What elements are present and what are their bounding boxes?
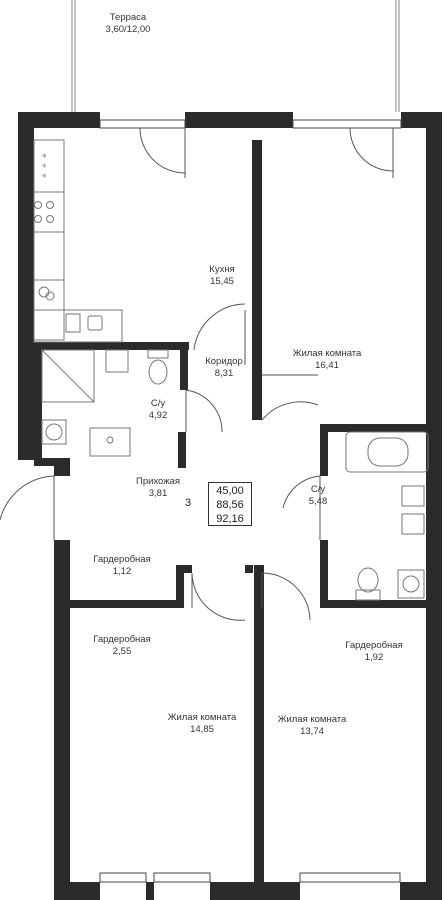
rooms-count: 3 [184, 497, 192, 509]
living-area-value: 45,00 [216, 485, 244, 497]
room-name: С/у [310, 484, 326, 495]
room-area: 1,12 [112, 566, 132, 577]
exterior-walls [18, 112, 442, 900]
room-name: Прихожая [135, 476, 181, 487]
room-label-wardrobe-2: Гардеробная 2,55 [93, 634, 150, 658]
doors [0, 127, 394, 621]
room-area: 3,60/12,00 [105, 24, 151, 35]
room-area: 14,85 [190, 724, 214, 735]
room-area: 13,74 [300, 726, 324, 737]
room-area: 1,92 [364, 652, 384, 663]
bath-2-fixtures [345, 431, 429, 601]
room-label-living-1: Жилая комната 16,41 [293, 348, 362, 372]
total-area-value: 88,56 [216, 499, 244, 511]
room-label-wardrobe-3: Гардеробная 1,92 [345, 640, 402, 664]
room-label-hall: Прихожая 3,81 [136, 476, 180, 500]
room-area: 2,55 [112, 646, 132, 657]
room-area: 8,31 [214, 368, 234, 379]
room-name: Гардеробная [93, 634, 151, 645]
svg-text:*: * [42, 163, 47, 173]
room-label-living-3: Жилая комната 13,74 [278, 714, 347, 738]
total-with-terrace-value: 92,16 [216, 513, 244, 525]
room-name: Гардеробная [345, 640, 403, 651]
area-summary-box: 45,00 88,56 92,16 [208, 482, 252, 526]
room-label-kitchen: Кухня 15,45 [209, 264, 234, 288]
room-name: Терраса [109, 12, 147, 23]
kitchen-burners-icon: *** [42, 153, 47, 183]
svg-text:*: * [42, 153, 47, 163]
terrace-label: Терраса 3,60/12,00 [106, 12, 151, 36]
room-label-bath-1: С/у 4,92 [149, 398, 168, 422]
room-name: Жилая комната [292, 348, 362, 359]
windows [99, 119, 402, 883]
room-label-corridor: Коридор 8,31 [205, 356, 243, 380]
area-summary: 3 45,00 88,56 92,16 [168, 482, 252, 528]
room-area: 4,92 [148, 410, 168, 421]
room-area: 15,45 [210, 276, 234, 287]
kitchen-counter [33, 139, 123, 343]
room-name: Коридор [205, 356, 243, 367]
room-name: Жилая комната [167, 712, 237, 723]
terrace-outline [71, 0, 400, 112]
bath-1-fixtures [41, 349, 169, 457]
room-label-wardrobe-1: Гардеробная 1,12 [93, 554, 150, 578]
svg-text:*: * [42, 173, 47, 183]
room-label-bath-2: С/у 5,48 [309, 484, 328, 508]
room-name: Жилая комната [277, 714, 347, 725]
room-name: Гардеробная [93, 554, 151, 565]
room-area: 3,81 [148, 488, 168, 499]
interior-walls [34, 140, 426, 882]
room-name: Кухня [209, 264, 235, 275]
room-area: 16,41 [315, 360, 339, 371]
room-area: 5,48 [308, 496, 328, 507]
room-label-living-2: Жилая комната 14,85 [168, 712, 237, 736]
room-name: С/у [150, 398, 166, 409]
